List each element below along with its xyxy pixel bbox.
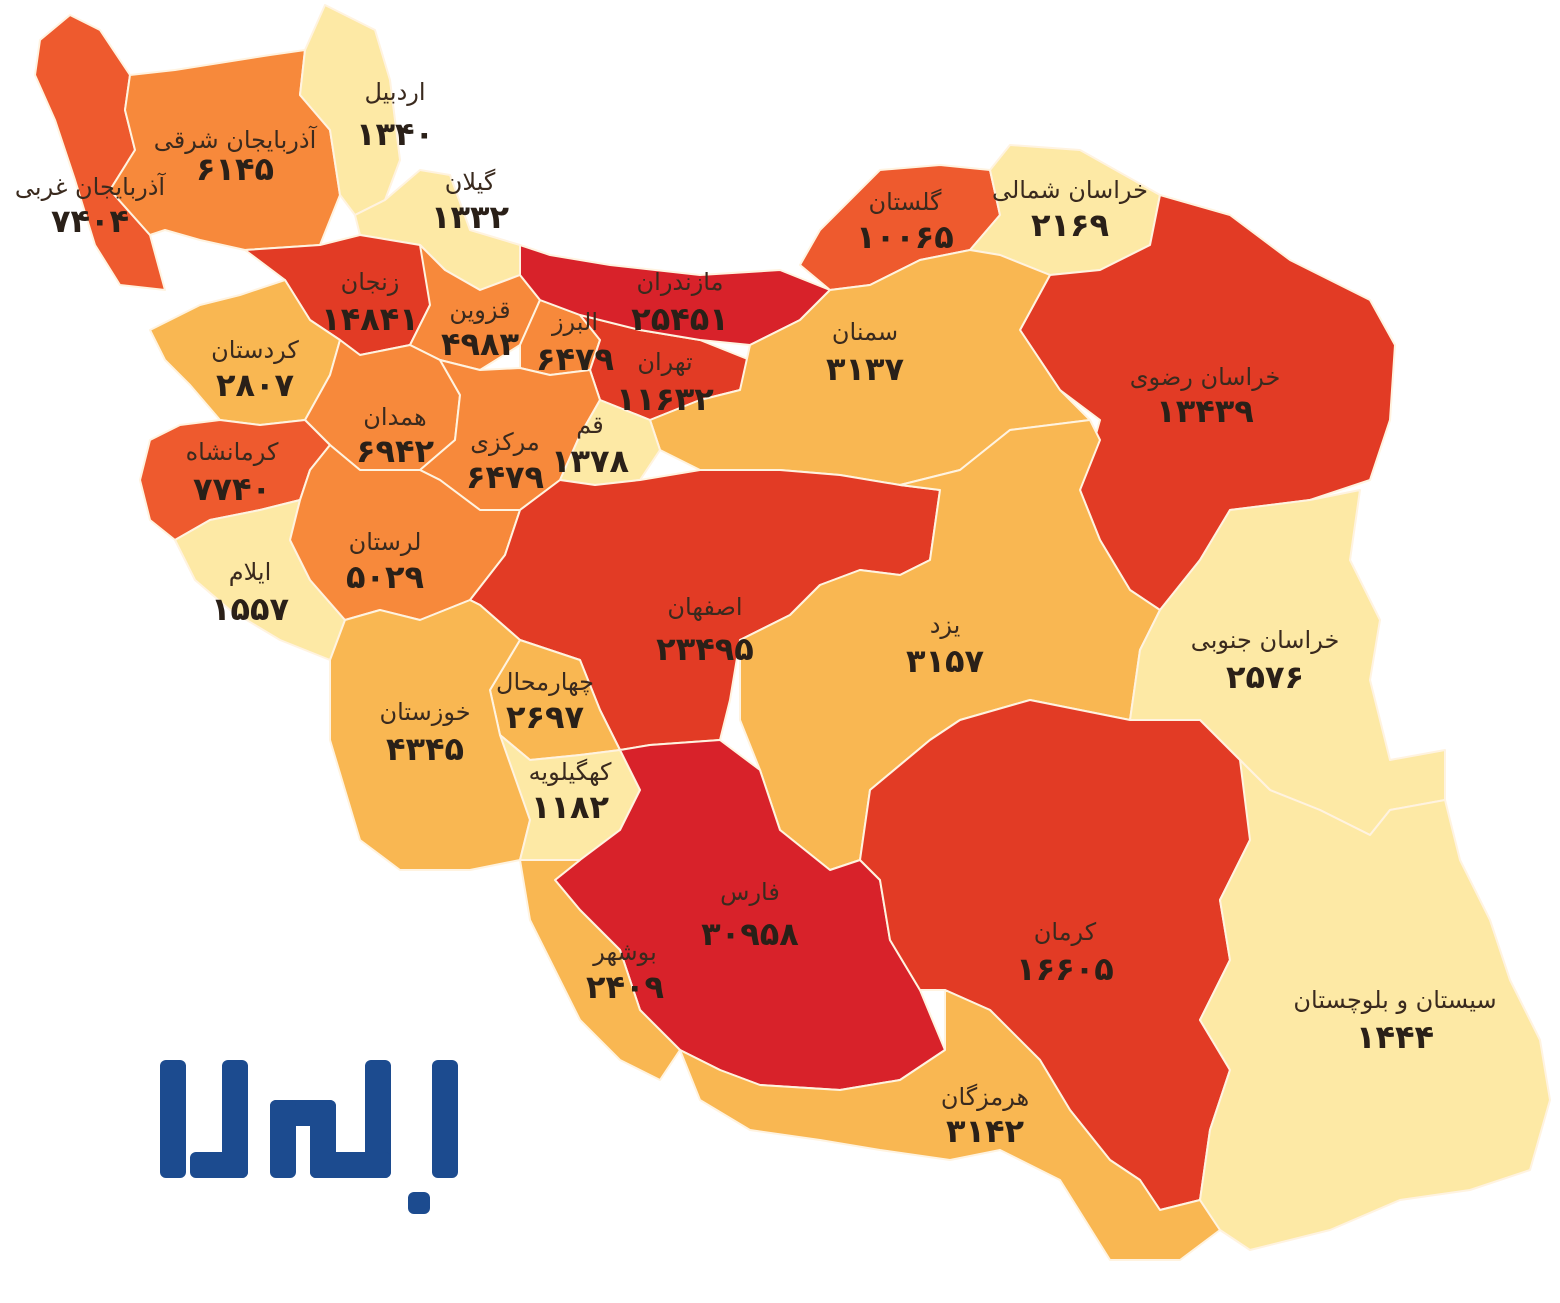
province-value-kerman: ۱۶۶۰۵ <box>1016 950 1114 988</box>
province-value-semnan: ۳۱۳۷ <box>826 350 905 388</box>
province-name-kurdistan: کردستان <box>211 336 299 364</box>
province-name-kohgiluyeh: کهگیلویه <box>529 758 612 786</box>
province-hormozgan[interactable] <box>679 989 1221 1261</box>
bamdad-logo <box>160 1060 458 1214</box>
province-name-fars: فارس <box>720 878 780 906</box>
province-name-kerman: کرمان <box>1034 918 1097 946</box>
province-name-kermanshah: کرمانشاه <box>186 438 279 466</box>
province-sistan-baluchestan[interactable] <box>1199 759 1551 1251</box>
province-name-tehran: تهران <box>637 348 692 376</box>
province-value-gilan: ۱۳۳۲ <box>431 198 510 236</box>
province-name-lorestan: لرستان <box>349 528 422 556</box>
province-value-kurdistan: ۲۸۰۷ <box>216 366 295 404</box>
logo-stroke <box>408 1192 430 1214</box>
logo-mark <box>160 1060 458 1214</box>
province-bushehr[interactable] <box>519 859 681 1081</box>
province-name-markazi: مرکزی <box>470 428 540 456</box>
province-value-razavi-khorasan: ۱۳۴۳۹ <box>1156 392 1254 430</box>
province-value-ilam: ۱۵۵۷ <box>211 590 290 628</box>
province-name-west-azarbaijan: آذربایجان غربی <box>15 172 166 201</box>
province-value-isfahan: ۲۳۴۹۵ <box>656 630 754 668</box>
logo-stroke <box>190 1152 248 1178</box>
province-value-golestan: ۱۰۰۶۵ <box>856 218 954 256</box>
province-name-qom: قم <box>576 411 603 439</box>
province-value-north-khorasan: ۲۱۶۹ <box>1031 206 1109 244</box>
province-value-khuzestan: ۴۳۴۵ <box>386 730 464 768</box>
province-name-hormozgan: هرمزگان <box>941 1083 1029 1111</box>
province-shapes <box>34 4 1551 1261</box>
province-value-yazd: ۳۱۵۷ <box>906 642 985 680</box>
province-value-zanjan: ۱۴۸۴۱ <box>321 300 419 338</box>
province-name-zanjan: زنجان <box>341 268 400 296</box>
logo-stroke <box>222 1060 248 1178</box>
province-name-chaharmahal: چهارمحال <box>496 668 594 696</box>
province-value-sistan-baluchestan: ۱۴۴۴ <box>1356 1018 1434 1056</box>
province-name-golestan: گلستان <box>869 188 943 216</box>
province-name-alborz: البرز <box>551 308 598 336</box>
province-name-isfahan: اصفهان <box>667 593 742 621</box>
province-name-semnan: سمنان <box>832 318 898 346</box>
province-value-kohgiluyeh: ۱۱۸۲ <box>531 788 610 826</box>
province-name-bushehr: بوشهر <box>592 938 657 966</box>
province-value-qazvin: ۴۹۸۳ <box>441 325 520 363</box>
province-value-east-azarbaijan: ۶۱۴۵ <box>196 150 274 188</box>
province-name-yazd: یزد <box>930 611 961 639</box>
logo-stroke <box>160 1060 186 1178</box>
province-name-qazvin: قزوین <box>449 296 510 324</box>
province-name-ilam: ایلام <box>229 558 272 586</box>
province-value-south-khorasan: ۲۵۷۶ <box>1226 658 1304 696</box>
province-value-hamadan: ۶۹۴۲ <box>356 432 435 470</box>
province-value-ardabil: ۱۳۴۰ <box>356 115 434 153</box>
logo-stroke <box>365 1060 391 1178</box>
province-name-south-khorasan: خراسان جنوبی <box>1191 626 1340 654</box>
province-name-hamadan: همدان <box>363 403 426 431</box>
province-name-razavi-khorasan: خراسان رضوی <box>1130 363 1281 391</box>
province-value-kermanshah: ۷۷۴۰ <box>193 470 271 508</box>
province-value-hormozgan: ۳۱۴۲ <box>946 1112 1025 1150</box>
logo-stroke <box>270 1100 296 1178</box>
province-value-chaharmahal: ۲۶۹۷ <box>506 698 585 736</box>
province-name-sistan-baluchestan: سیستان و بلوچستان <box>1293 986 1496 1014</box>
province-value-west-azarbaijan: ۷۴۰۴ <box>51 202 129 240</box>
province-value-bushehr: ۲۴۰۹ <box>586 968 664 1006</box>
province-value-mazandaran: ۲۵۴۵۱ <box>631 300 729 338</box>
province-value-fars: ۳۰۹۵۸ <box>701 915 799 953</box>
province-value-alborz: ۶۴۷۹ <box>536 340 614 378</box>
province-name-khuzestan: خوزستان <box>379 698 470 726</box>
province-name-mazandaran: مازندران <box>637 268 724 296</box>
logo-stroke <box>432 1060 458 1178</box>
province-name-east-azarbaijan: آذربایجان شرقی <box>154 125 318 154</box>
province-name-ardabil: اردبیل <box>364 78 425 106</box>
province-name-gilan: گیلان <box>445 168 496 196</box>
province-name-north-khorasan: خراسان شمالی <box>992 176 1148 204</box>
province-value-qom: ۱۳۷۸ <box>551 442 630 480</box>
province-value-markazi: ۶۴۷۹ <box>466 458 544 496</box>
province-value-tehran: ۱۱۶۳۲ <box>616 380 714 418</box>
province-value-lorestan: ۵۰۲۹ <box>346 558 424 596</box>
